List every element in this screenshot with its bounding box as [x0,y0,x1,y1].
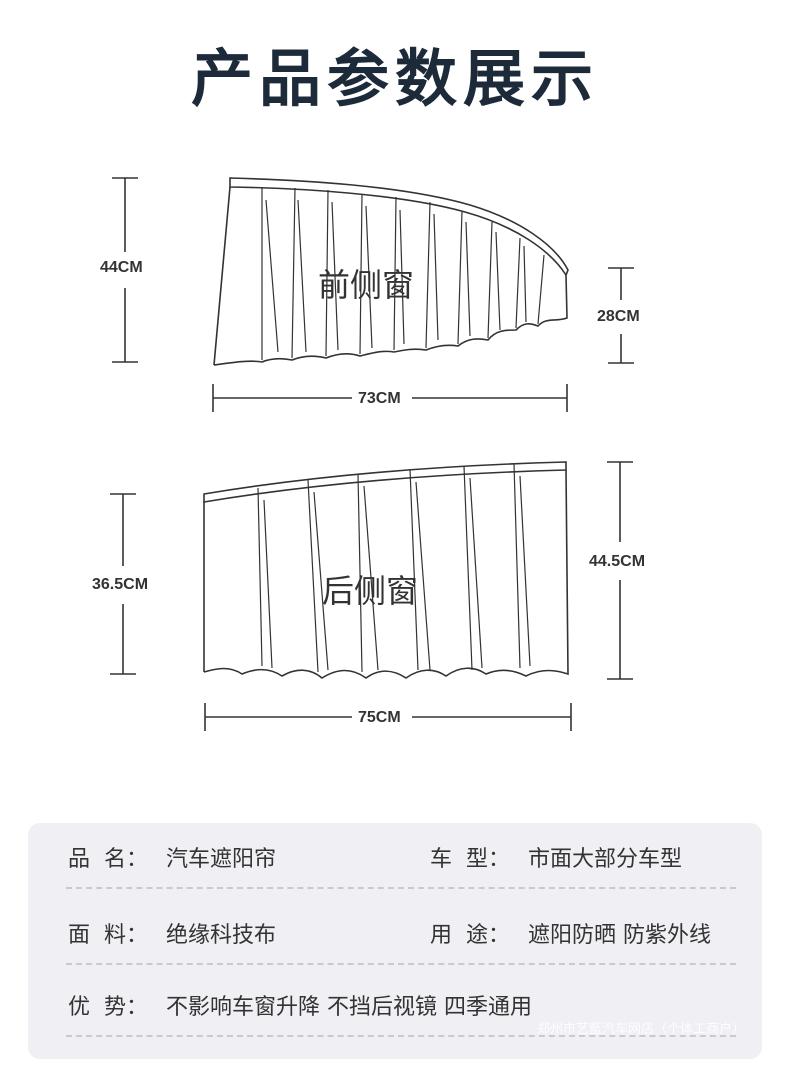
rear-height-left-label: 36.5CM [92,576,149,594]
front-width-dimension [212,384,568,412]
rear-height-right-dimension [607,461,633,680]
spec-material-value: 绝缘科技布 [166,923,277,948]
front-height-right-label: 28CM [597,308,640,326]
rear-height-right-label: 44.5CM [589,553,646,571]
front-height-left-dimension [112,177,138,363]
front-curtain-outline [213,177,569,366]
spec-model-key: 车 型： [430,847,510,872]
spec-use-value: 遮阳防晒 防紫外线 [528,923,711,948]
rear-window-label: 后侧窗 [322,572,419,610]
front-height-right-dimension [608,267,634,364]
front-height-left-label: 44CM [100,259,143,277]
rear-width-label: 75CM [358,709,401,727]
rear-width-dimension [204,703,572,731]
rear-height-left-dimension [110,493,136,675]
front-window-label: 前侧窗 [318,266,415,304]
shop-watermark: 郑州市艺藍汽车网店（个体工商户） [536,1022,745,1037]
spec-name-key: 品 名： [68,847,148,872]
spec-model-value: 市面大部分车型 [528,847,683,872]
spec-divider [66,1035,736,1037]
spec-use-key: 用 途： [430,923,510,948]
page-title: 产品参数展示 [190,42,599,115]
spec-name-value: 汽车遮阳帘 [166,847,277,872]
front-width-label: 73CM [358,390,401,408]
spec-divider [66,887,736,889]
spec-material-key: 面 料： [68,923,148,948]
spec-advantage-key: 优 势： [68,995,148,1020]
spec-table: 品 名： 汽车遮阳帘 车 型： 市面大部分车型 面 料： 绝缘科技布 用 途： … [28,823,762,1059]
spec-advantage-value: 不影响车窗升降 不挡后视镜 四季通用 [166,995,532,1020]
rear-curtain-outline [203,461,569,679]
spec-divider [66,963,736,965]
